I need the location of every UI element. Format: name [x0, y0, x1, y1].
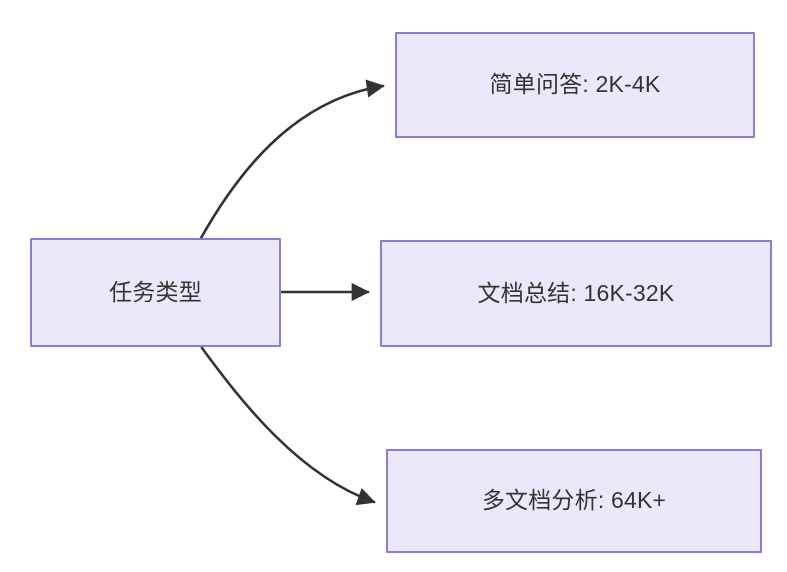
edge-root-to-simple-qa: [199, 79, 385, 240]
node-root-task-type[interactable]: 任务类型: [30, 238, 281, 347]
node-root-label: 任务类型: [109, 278, 202, 305]
node-simple-qa-label: 简单问答: 2K-4K: [489, 71, 661, 98]
node-multi-doc[interactable]: 多文档分析: 64K+: [386, 449, 762, 553]
node-multi-doc-label: 多文档分析: 64K+: [481, 487, 667, 514]
edge-root-to-multi-doc: [200, 346, 376, 506]
node-doc-summary[interactable]: 文档总结: 16K-32K: [380, 240, 772, 347]
node-doc-summary-label: 文档总结: 16K-32K: [477, 279, 675, 306]
node-simple-qa[interactable]: 简单问答: 2K-4K: [395, 32, 755, 138]
